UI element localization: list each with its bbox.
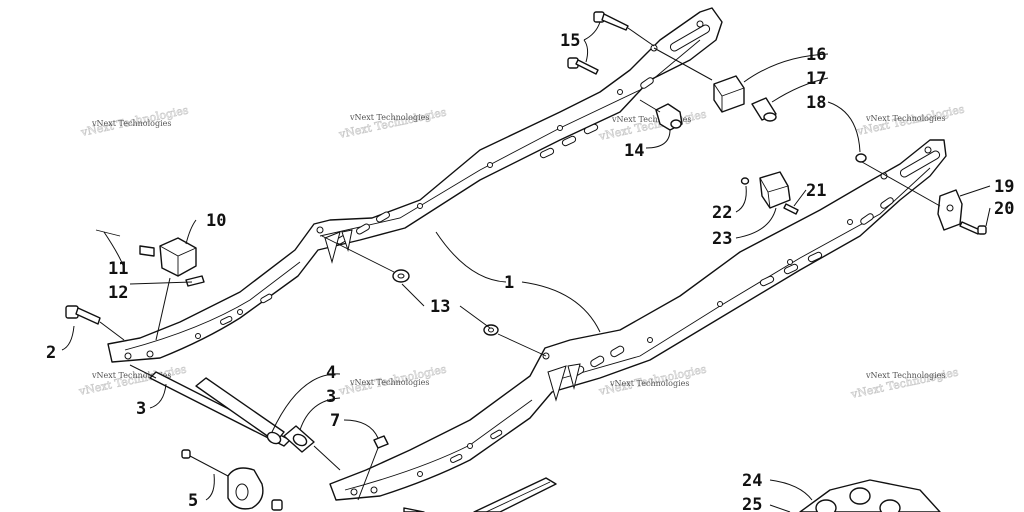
watermark: vNext Technologies xyxy=(349,113,429,122)
rail-holes xyxy=(350,146,932,496)
left-rail xyxy=(107,7,723,363)
callout-1: 1 xyxy=(504,273,514,293)
watermark: vNext Technologies xyxy=(609,379,689,388)
cross-shaft xyxy=(129,364,341,471)
callout-17: 17 xyxy=(806,69,826,89)
leader-1 xyxy=(521,281,601,333)
callout-21: 21 xyxy=(806,181,826,201)
callout-15: 15 xyxy=(560,31,580,51)
watermark: vNext Technologies xyxy=(865,371,945,380)
bolt-2 xyxy=(65,305,125,341)
callout-20: 20 xyxy=(994,199,1014,219)
watermark: vNext Technologies xyxy=(349,378,429,387)
washer-13 xyxy=(321,235,547,357)
rivet-11 xyxy=(95,229,155,257)
rail-triangle-cutouts xyxy=(547,363,581,402)
rail-slots xyxy=(450,197,894,463)
nut-7 xyxy=(357,435,389,501)
callout-18: 18 xyxy=(806,93,826,113)
callout-14: 14 xyxy=(624,141,644,161)
callout-24: 24 xyxy=(742,471,762,491)
rail-holes xyxy=(124,20,704,360)
screw-12 xyxy=(185,275,205,287)
bolt-15 xyxy=(567,11,655,75)
leader-lines xyxy=(61,21,991,512)
callout-13: 13 xyxy=(430,297,450,317)
callout-12: 12 xyxy=(108,283,128,303)
callout-10: 10 xyxy=(206,211,226,231)
bumper-19 xyxy=(937,189,963,231)
callout-16: 16 xyxy=(806,45,826,65)
callout-2: 2 xyxy=(46,343,56,363)
callout-19: 19 xyxy=(994,177,1014,197)
wheel-5 xyxy=(181,449,283,511)
callout-11: 11 xyxy=(108,259,128,279)
rail-slot xyxy=(899,150,941,178)
callout-25: 25 xyxy=(742,495,762,512)
callout-22: 22 xyxy=(712,203,732,223)
bumper-14 xyxy=(639,99,683,131)
watermark-ghost: vNext Technologies xyxy=(337,105,448,141)
watermark: vNext Technologies xyxy=(865,114,945,123)
callout-3: 3 xyxy=(136,399,146,419)
right-rail xyxy=(329,139,947,501)
bracket-10 xyxy=(159,237,197,277)
bumper-16 xyxy=(713,75,745,113)
rail-slot xyxy=(669,24,711,52)
callout-23: 23 xyxy=(712,229,732,249)
bumper-21-23 xyxy=(740,171,799,215)
callout-3: 3 xyxy=(326,387,336,407)
leader-1 xyxy=(435,231,507,283)
watermark: vNext Technologies xyxy=(611,115,691,124)
callout-5: 5 xyxy=(188,491,198,511)
bottom-wheel-24-25 xyxy=(799,479,941,512)
watermark: vNext Technologies xyxy=(91,119,171,128)
callout-7: 7 xyxy=(330,411,340,431)
nut-18 xyxy=(855,153,867,163)
bottom-strip xyxy=(473,477,557,512)
bolt-20 xyxy=(959,221,987,235)
callout-4: 4 xyxy=(326,363,336,383)
spacer-17 xyxy=(751,97,777,122)
callout-labels: 1 2 3 3 4 5 7 10 11 12 13 14 15 16 17 18… xyxy=(46,31,1014,512)
watermark: vNext Technologies xyxy=(91,371,171,380)
